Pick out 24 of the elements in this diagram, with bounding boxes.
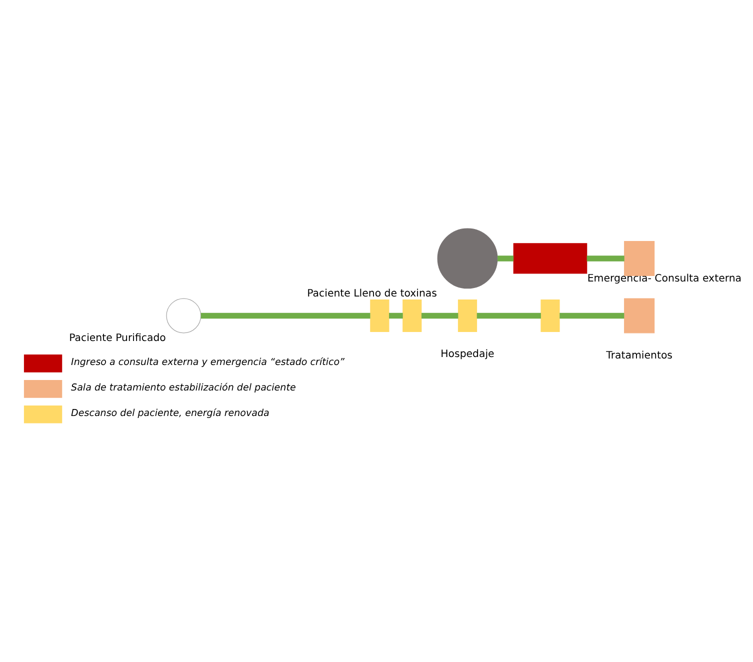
node-box xyxy=(402,300,422,332)
node-label: Emergencia- Consulta externa xyxy=(587,274,742,285)
node-box xyxy=(624,298,655,334)
node-box xyxy=(513,243,588,274)
node-circle xyxy=(166,298,202,334)
node-box xyxy=(624,240,655,276)
node-label: Paciente Lleno de toxinas xyxy=(307,288,437,300)
label: Hospedaje xyxy=(440,348,494,360)
connector xyxy=(586,256,624,262)
connector xyxy=(498,256,514,262)
node-box xyxy=(458,300,478,332)
node-label: Paciente Purificado xyxy=(69,333,166,344)
legend-label: Ingreso a consulta externa y emergencia “estado crítico” xyxy=(71,357,345,368)
node-box xyxy=(540,300,560,332)
connector xyxy=(476,312,541,319)
legend-label: Sala de tratamiento estabilización del paciente xyxy=(71,382,296,394)
connector xyxy=(421,312,458,319)
connector xyxy=(389,312,403,319)
node-box xyxy=(370,300,390,332)
node-circle xyxy=(437,228,498,289)
connector xyxy=(200,312,370,319)
legend-label: Descanso del paciente, energía renovada xyxy=(71,408,270,419)
connector xyxy=(560,312,624,319)
label: Tratamientos xyxy=(606,350,672,362)
